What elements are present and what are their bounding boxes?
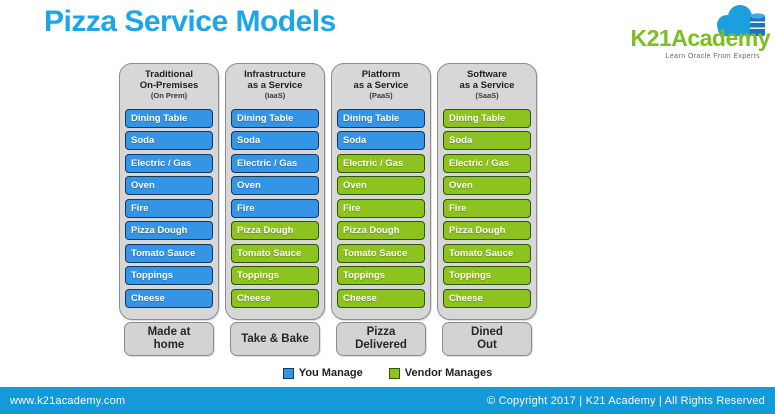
column-subtitle: (IaaS) [264,91,286,100]
item-oven: Oven [443,176,531,195]
item-electric-gas: Electric / Gas [125,153,213,173]
results-row: Made at home Take & Bake Pizza Delivered Di… [124,322,532,356]
result-dined-out: Dined Out [442,322,532,356]
legend-label: Vendor Manages [404,367,493,379]
item-soda: Soda [231,131,319,150]
item-tomato-sauce: Tomato Sauce [125,243,213,263]
item-pizza-dough: Pizza Dough [125,221,213,240]
footer-url: www.k21academy.com [10,394,126,407]
item-fire: Fire [443,198,531,218]
item-soda: Soda [337,131,425,150]
column-title: as a Service [353,80,409,91]
item-oven: Oven [125,176,213,195]
column-subtitle: (SaaS) [475,91,499,100]
footer-copyright: © Copyright 2017 | K21 Academy | All Rig… [487,394,765,407]
legend-swatch-you-manage [282,367,294,379]
item-cheese: Cheese [443,288,531,308]
column-title: Infrastructure [244,69,306,80]
item-toppings: Toppings [443,266,531,285]
item-dining-table: Dining Table [231,108,319,128]
logo-tagline: Learn Oracle From Experts [665,53,760,60]
item-cheese: Cheese [337,288,425,308]
item-electric-gas: Electric / Gas [443,153,531,173]
item-tomato-sauce: Tomato Sauce [337,243,425,263]
legend-item: Vendor Manages [388,367,493,379]
item-soda: Soda [443,131,531,150]
item-tomato-sauce: Tomato Sauce [231,243,319,263]
column-title: Platform [361,69,401,80]
k21academy-logo: K21Academy Learn Oracle From Experts [615,2,771,62]
item-toppings: Toppings [337,266,425,285]
legend: You Manage Vendor Manages [0,367,775,379]
item-electric-gas: Electric / Gas [231,153,319,173]
result-made-at-home: Made at home [124,322,214,356]
item-fire: Fire [231,198,319,218]
item-dining-table: Dining Table [337,108,425,128]
column-title: Traditional [144,69,194,80]
item-pizza-dough: Pizza Dough [443,221,531,240]
item-soda: Soda [125,131,213,150]
result-pizza-delivered: Pizza Delivered [336,322,426,356]
column-subtitle: (PaaS) [369,91,393,100]
item-toppings: Toppings [125,266,213,285]
item-dining-table: Dining Table [125,108,213,128]
column-subtitle: (On Prem) [150,91,188,100]
item-tomato-sauce: Tomato Sauce [443,243,531,263]
column-title: as a Service [247,80,303,91]
column-title: as a Service [459,80,515,91]
item-oven: Oven [337,176,425,195]
item-pizza-dough: Pizza Dough [337,221,425,240]
page-title: Pizza Service Models [44,5,336,38]
cloud-database-icon [717,5,765,36]
item-electric-gas: Electric / Gas [337,153,425,173]
legend-label: You Manage [298,367,363,379]
legend-swatch-vendor-manages [388,367,400,379]
result-take-bake: Take & Bake [230,322,320,356]
column-title: On-Premises [139,80,199,91]
item-dining-table: Dining Table [443,108,531,128]
logo-wordmark: K21Academy [630,25,771,51]
item-cheese: Cheese [231,288,319,308]
item-toppings: Toppings [231,266,319,285]
column-title: Software [466,69,508,80]
item-cheese: Cheese [125,288,213,308]
item-pizza-dough: Pizza Dough [231,221,319,240]
item-fire: Fire [125,198,213,218]
footer-bar: www.k21academy.com © Copyright 2017 | K2… [0,387,775,414]
legend-item: You Manage [282,367,363,379]
item-fire: Fire [337,198,425,218]
item-oven: Oven [231,176,319,195]
